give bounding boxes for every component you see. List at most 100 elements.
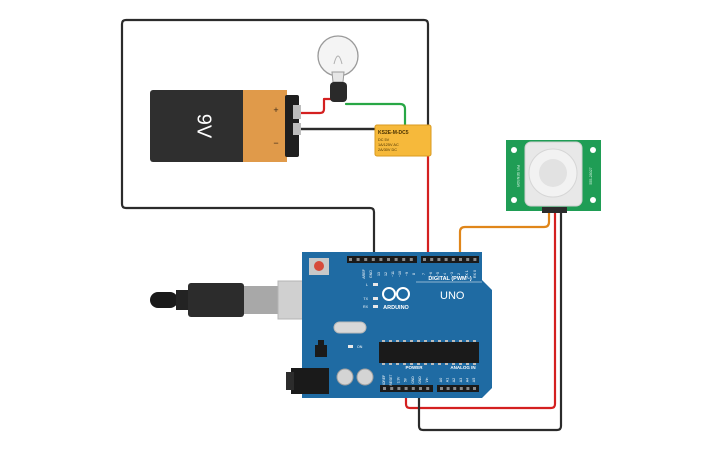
chip-pins (382, 340, 476, 365)
pin-label: ~3 (450, 272, 454, 276)
pin-hole[interactable] (349, 258, 352, 261)
pin-label: TX 1 (465, 270, 469, 278)
pin-label: 8 (412, 273, 416, 275)
pin-hole[interactable] (394, 258, 398, 261)
usb-cable-end (150, 292, 178, 308)
pin-hole[interactable] (356, 258, 360, 261)
pin-hole[interactable] (437, 258, 441, 261)
chip-pin (473, 340, 476, 342)
chip-pin (438, 363, 441, 365)
pir-sensor[interactable]: PIR SENSOR 555-28027 (506, 140, 601, 213)
header-analog (437, 385, 479, 392)
bulb-neck (331, 71, 345, 83)
pir-left-text: PIR SENSOR (516, 165, 520, 188)
pin-hole[interactable] (387, 258, 390, 261)
chip-pin (389, 363, 392, 365)
battery-9v[interactable]: 9V + − (150, 90, 301, 162)
pin-label: GND (418, 376, 422, 384)
pin-hole[interactable] (390, 387, 394, 390)
wire-green-bulb-relay[interactable] (344, 102, 407, 128)
chip-pin (417, 363, 420, 365)
pin-hole[interactable] (419, 387, 422, 390)
pin-hole[interactable] (440, 387, 443, 390)
wire-red-battery-bulb[interactable] (298, 97, 336, 115)
chip-pin (382, 363, 385, 365)
battery-plus-sign: + (273, 105, 278, 115)
pin-hole[interactable] (379, 258, 383, 261)
pin-hole[interactable] (451, 258, 455, 261)
pin-hole[interactable] (453, 387, 457, 390)
pir-mount-hole-3 (511, 197, 517, 203)
pin-label: ~5 (436, 272, 440, 276)
battery-terminal-minus[interactable] (293, 123, 301, 135)
arduino-brand: ARDUINO (383, 305, 409, 311)
pin-hole[interactable] (430, 258, 434, 261)
chip-pin (431, 363, 434, 365)
battery-label-band (243, 90, 287, 162)
light-bulb[interactable] (317, 35, 359, 102)
microcontroller-chip (379, 342, 479, 363)
pin-hole[interactable] (397, 387, 401, 390)
pin-hole[interactable] (404, 387, 408, 390)
pin-hole[interactable] (459, 387, 463, 390)
relay-spec-3: 2A/30V DC (378, 148, 397, 152)
relay[interactable]: KS2E-M-DC5 DC 5V 1A/125V AC 2A/30V DC (374, 124, 432, 157)
pin-label: GND (411, 376, 415, 384)
pin-hole[interactable] (466, 258, 470, 261)
pin-label: 12 (384, 272, 388, 276)
pir-right-text: 555-28027 (589, 167, 593, 184)
chip-pin (403, 340, 406, 342)
pin-hole[interactable] (466, 387, 470, 390)
pin-label: 5V (404, 377, 408, 382)
usb-cable-collar (176, 290, 190, 310)
pin-hole[interactable] (409, 258, 413, 261)
chip-pin (445, 340, 448, 342)
pin-label: Vin (425, 377, 429, 382)
pin-label: A4 (465, 378, 469, 382)
header-bottom-pin-holes (383, 387, 476, 390)
pin-hole[interactable] (383, 387, 386, 390)
pin-label: 7 (422, 273, 426, 275)
pin-hole[interactable] (473, 387, 476, 390)
chip-pin (403, 363, 406, 365)
usb-plug-body (188, 283, 244, 317)
bulb-filament (333, 55, 343, 65)
reset-button[interactable] (314, 261, 324, 271)
pir-mount-hole-1 (511, 147, 517, 153)
battery-voltage-label: 9V (193, 114, 215, 139)
chip-pin (410, 363, 413, 365)
bulb-socket (330, 82, 347, 102)
power-jack-front (286, 372, 294, 390)
usb-cable[interactable] (150, 280, 325, 320)
pin-label: ~10 (398, 271, 402, 277)
onboard-led-label: RX (363, 305, 369, 309)
pin-label: A2 (452, 378, 456, 382)
pin-label: RX 0 (473, 270, 477, 278)
relay-body (374, 124, 432, 157)
pin-label: RESET (389, 375, 393, 386)
wire-orange-pin2-pir[interactable] (458, 210, 551, 260)
relay-model: KS2E-M-DC5 (378, 130, 409, 136)
header-top-pin-holes (349, 258, 477, 261)
relay-spec-2: 1A/125V AC (378, 143, 399, 147)
capacitor-1 (336, 368, 354, 386)
pin-hole[interactable] (411, 387, 415, 390)
battery-terminal-plus[interactable] (293, 105, 301, 119)
pin-hole[interactable] (402, 258, 406, 261)
pin-hole[interactable] (446, 387, 450, 390)
header-top-right (421, 256, 479, 263)
pin-hole[interactable] (459, 258, 462, 261)
pin-hole[interactable] (426, 387, 430, 390)
pin-hole[interactable] (364, 258, 368, 261)
wire-red-pir-5v[interactable] (404, 210, 557, 410)
pin-hole[interactable] (371, 258, 375, 261)
chip-pin (459, 340, 462, 342)
pin-hole[interactable] (423, 258, 426, 261)
wire-black-pir-gnd[interactable] (417, 210, 563, 432)
crystal (333, 321, 367, 334)
pin-hole[interactable] (444, 258, 448, 261)
pin-hole[interactable] (473, 258, 477, 261)
